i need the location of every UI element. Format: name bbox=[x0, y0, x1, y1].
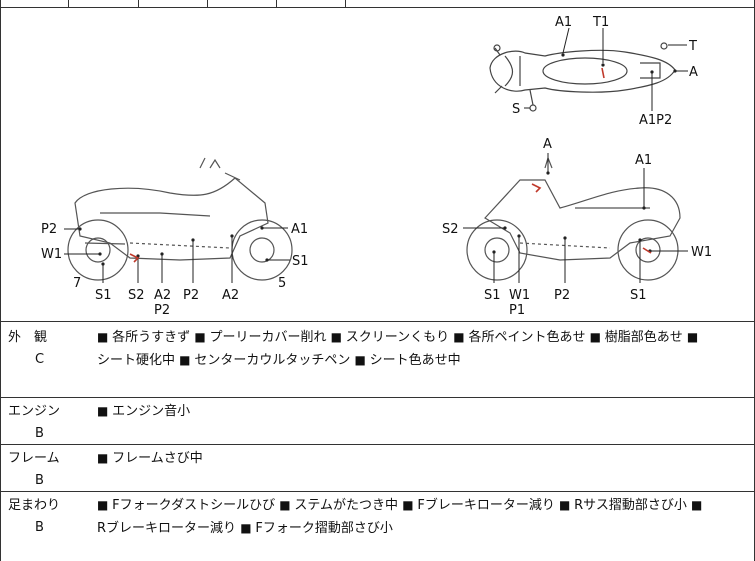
label-left-a1: A1 bbox=[291, 222, 308, 237]
label-left-s2: S2 bbox=[128, 288, 145, 303]
bullet-square-icon: ■ bbox=[194, 330, 210, 344]
condition-item: フレームさび中 bbox=[112, 451, 203, 466]
category-name: フレーム bbox=[8, 451, 60, 466]
table-border bbox=[0, 321, 755, 322]
bullet-square-icon: ■ bbox=[558, 498, 575, 512]
label-right-w1: W1 bbox=[691, 245, 712, 260]
label-left-7: 7 bbox=[73, 276, 81, 291]
condition-item: シート硬化中 bbox=[97, 353, 176, 368]
row-category-suspension: 足まわり B bbox=[8, 495, 78, 539]
label-right-p1: P1 bbox=[509, 303, 525, 318]
condition-item: Fフォークダストシールひび bbox=[112, 498, 276, 513]
label-right-p2: P2 bbox=[554, 288, 570, 303]
row-category-exterior: 外 観 C bbox=[8, 327, 78, 371]
category-grade: B bbox=[35, 426, 44, 441]
bullet-square-icon: ■ bbox=[330, 330, 346, 344]
scooter-right-view bbox=[466, 156, 681, 281]
label-top-t1: T1 bbox=[592, 15, 609, 30]
label-top-a1: A1 bbox=[555, 15, 572, 30]
bullet-square-icon: ■ bbox=[240, 521, 256, 535]
label-right-a1: A1 bbox=[635, 153, 652, 168]
category-name: 足まわり bbox=[8, 498, 61, 513]
label-right-a: A bbox=[543, 137, 552, 152]
label-left-a2: A2 bbox=[154, 288, 171, 303]
table-border bbox=[0, 397, 755, 398]
bullet-square-icon: ■ bbox=[279, 498, 295, 512]
bullet-square-icon: ■ bbox=[691, 498, 703, 512]
row-category-frame: フレーム B bbox=[8, 448, 78, 492]
label-left-p2c: P2 bbox=[183, 288, 199, 303]
label-top-a: A bbox=[689, 65, 698, 80]
row-items-exterior: ■ 各所うすきず ■ プーリーカバー削れ ■ スクリーンくもり ■ 各所ペイント… bbox=[97, 326, 752, 372]
condition-item: エンジン音小 bbox=[112, 404, 191, 419]
table-border bbox=[0, 444, 755, 445]
label-right-s1r: S1 bbox=[630, 288, 647, 303]
row-items-engine: ■ エンジン音小 bbox=[97, 400, 752, 423]
bullet-square-icon: ■ bbox=[97, 330, 113, 344]
bullet-square-icon: ■ bbox=[686, 330, 699, 344]
condition-item: プーリーカバー削れ bbox=[209, 330, 327, 345]
label-left-s1: S1 bbox=[95, 288, 112, 303]
category-grade: B bbox=[35, 520, 44, 535]
condition-item: Fブレーキローター減り bbox=[417, 498, 555, 513]
label-left-p2: P2 bbox=[41, 222, 57, 237]
label-left-w1: W1 bbox=[41, 247, 62, 262]
category-name: エンジン bbox=[8, 404, 61, 419]
label-left-5: 5 bbox=[278, 276, 286, 291]
label-right-w1p1: W1 bbox=[509, 288, 530, 303]
category-name: 外 観 bbox=[8, 330, 48, 345]
row-items-suspension: ■ Fフォークダストシールひび ■ ステムがたつき中 ■ Fブレーキローター減り… bbox=[97, 494, 752, 540]
condition-item: シート色あせ中 bbox=[369, 353, 461, 368]
scooter-left-view bbox=[67, 157, 293, 281]
label-top-s: S bbox=[512, 102, 520, 117]
label-right-s2: S2 bbox=[442, 222, 459, 237]
label-right-s1: S1 bbox=[484, 288, 501, 303]
table-border bbox=[0, 491, 755, 492]
row-category-engine: エンジン B bbox=[8, 401, 78, 445]
table-border bbox=[0, 7, 755, 8]
bullet-square-icon: ■ bbox=[179, 353, 195, 367]
label-top-a1p2: A1P2 bbox=[639, 113, 672, 128]
label-left-s1r: S1 bbox=[292, 254, 309, 269]
bullet-square-icon: ■ bbox=[589, 330, 605, 344]
scooter-top-view bbox=[489, 42, 676, 112]
bullet-square-icon: ■ bbox=[97, 451, 113, 465]
bullet-square-icon: ■ bbox=[97, 404, 113, 418]
label-left-a2r: A2 bbox=[222, 288, 239, 303]
bullet-square-icon: ■ bbox=[402, 498, 418, 512]
condition-item: スクリーンくもり bbox=[345, 330, 450, 345]
condition-item: Rブレーキローター減り bbox=[97, 521, 237, 536]
condition-item: 各所ペイント色あせ bbox=[468, 330, 586, 345]
condition-item: Fフォーク摺動部さび小 bbox=[255, 521, 393, 536]
condition-item: 各所うすきず bbox=[112, 330, 191, 345]
bullet-square-icon: ■ bbox=[453, 330, 469, 344]
label-left-p2-sub: P2 bbox=[154, 303, 170, 318]
bullet-square-icon: ■ bbox=[354, 353, 370, 367]
bullet-square-icon: ■ bbox=[97, 498, 113, 512]
label-top-t: T bbox=[688, 39, 697, 54]
condition-item: Rサス摺動部さび小 bbox=[574, 498, 687, 513]
condition-item: 樹脂部色あせ bbox=[604, 330, 683, 345]
motorcycle-damage-diagram: A1 T1 T A S A1P2 P2 W1 7 S1 S2 A2 P2 P2 … bbox=[41, 15, 712, 318]
condition-item: センターカウルタッチペン bbox=[194, 353, 351, 368]
row-items-frame: ■ フレームさび中 bbox=[97, 447, 752, 470]
category-grade: B bbox=[35, 473, 44, 488]
category-grade: C bbox=[35, 352, 45, 367]
condition-item: ステムがたつき中 bbox=[294, 498, 399, 513]
